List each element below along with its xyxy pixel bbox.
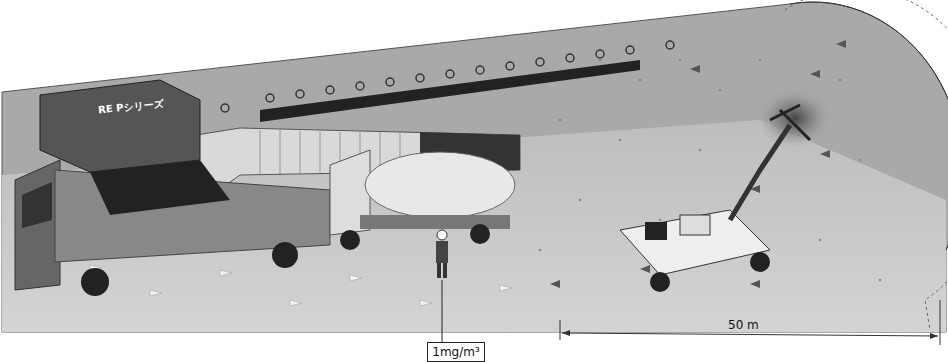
vent-valves	[266, 41, 674, 102]
wheel	[650, 272, 670, 292]
valve	[221, 104, 229, 112]
truck-window	[22, 182, 52, 228]
tunnel-wall	[2, 2, 948, 332]
dust-dots	[539, 59, 882, 282]
sprayer-part	[680, 215, 710, 235]
face-section	[785, 0, 948, 330]
collector-base	[90, 160, 230, 215]
dimension-label: 50 m	[728, 318, 759, 332]
truck-cab	[15, 160, 60, 290]
extension-line	[560, 320, 561, 340]
vent-pipe	[260, 60, 640, 122]
nozzle	[770, 105, 810, 140]
dust-collector	[40, 80, 200, 172]
worker	[436, 230, 448, 278]
mixer-drum	[365, 152, 515, 218]
sprayer-body	[620, 210, 770, 275]
leader-line	[442, 280, 443, 342]
callout-text: 1mg/m³	[432, 345, 479, 359]
extension-line	[940, 300, 941, 345]
wheel	[340, 230, 360, 250]
mixer-chassis	[360, 215, 510, 229]
wheel	[470, 224, 490, 244]
dimension-line	[562, 333, 938, 336]
dust-cloud	[757, 88, 833, 148]
sprayer-part	[645, 222, 667, 240]
sprayer-boom	[730, 125, 790, 220]
wheel	[750, 252, 770, 272]
wheel	[81, 268, 109, 296]
wheel	[272, 242, 298, 268]
callout-box: 1mg/m³	[427, 342, 485, 362]
